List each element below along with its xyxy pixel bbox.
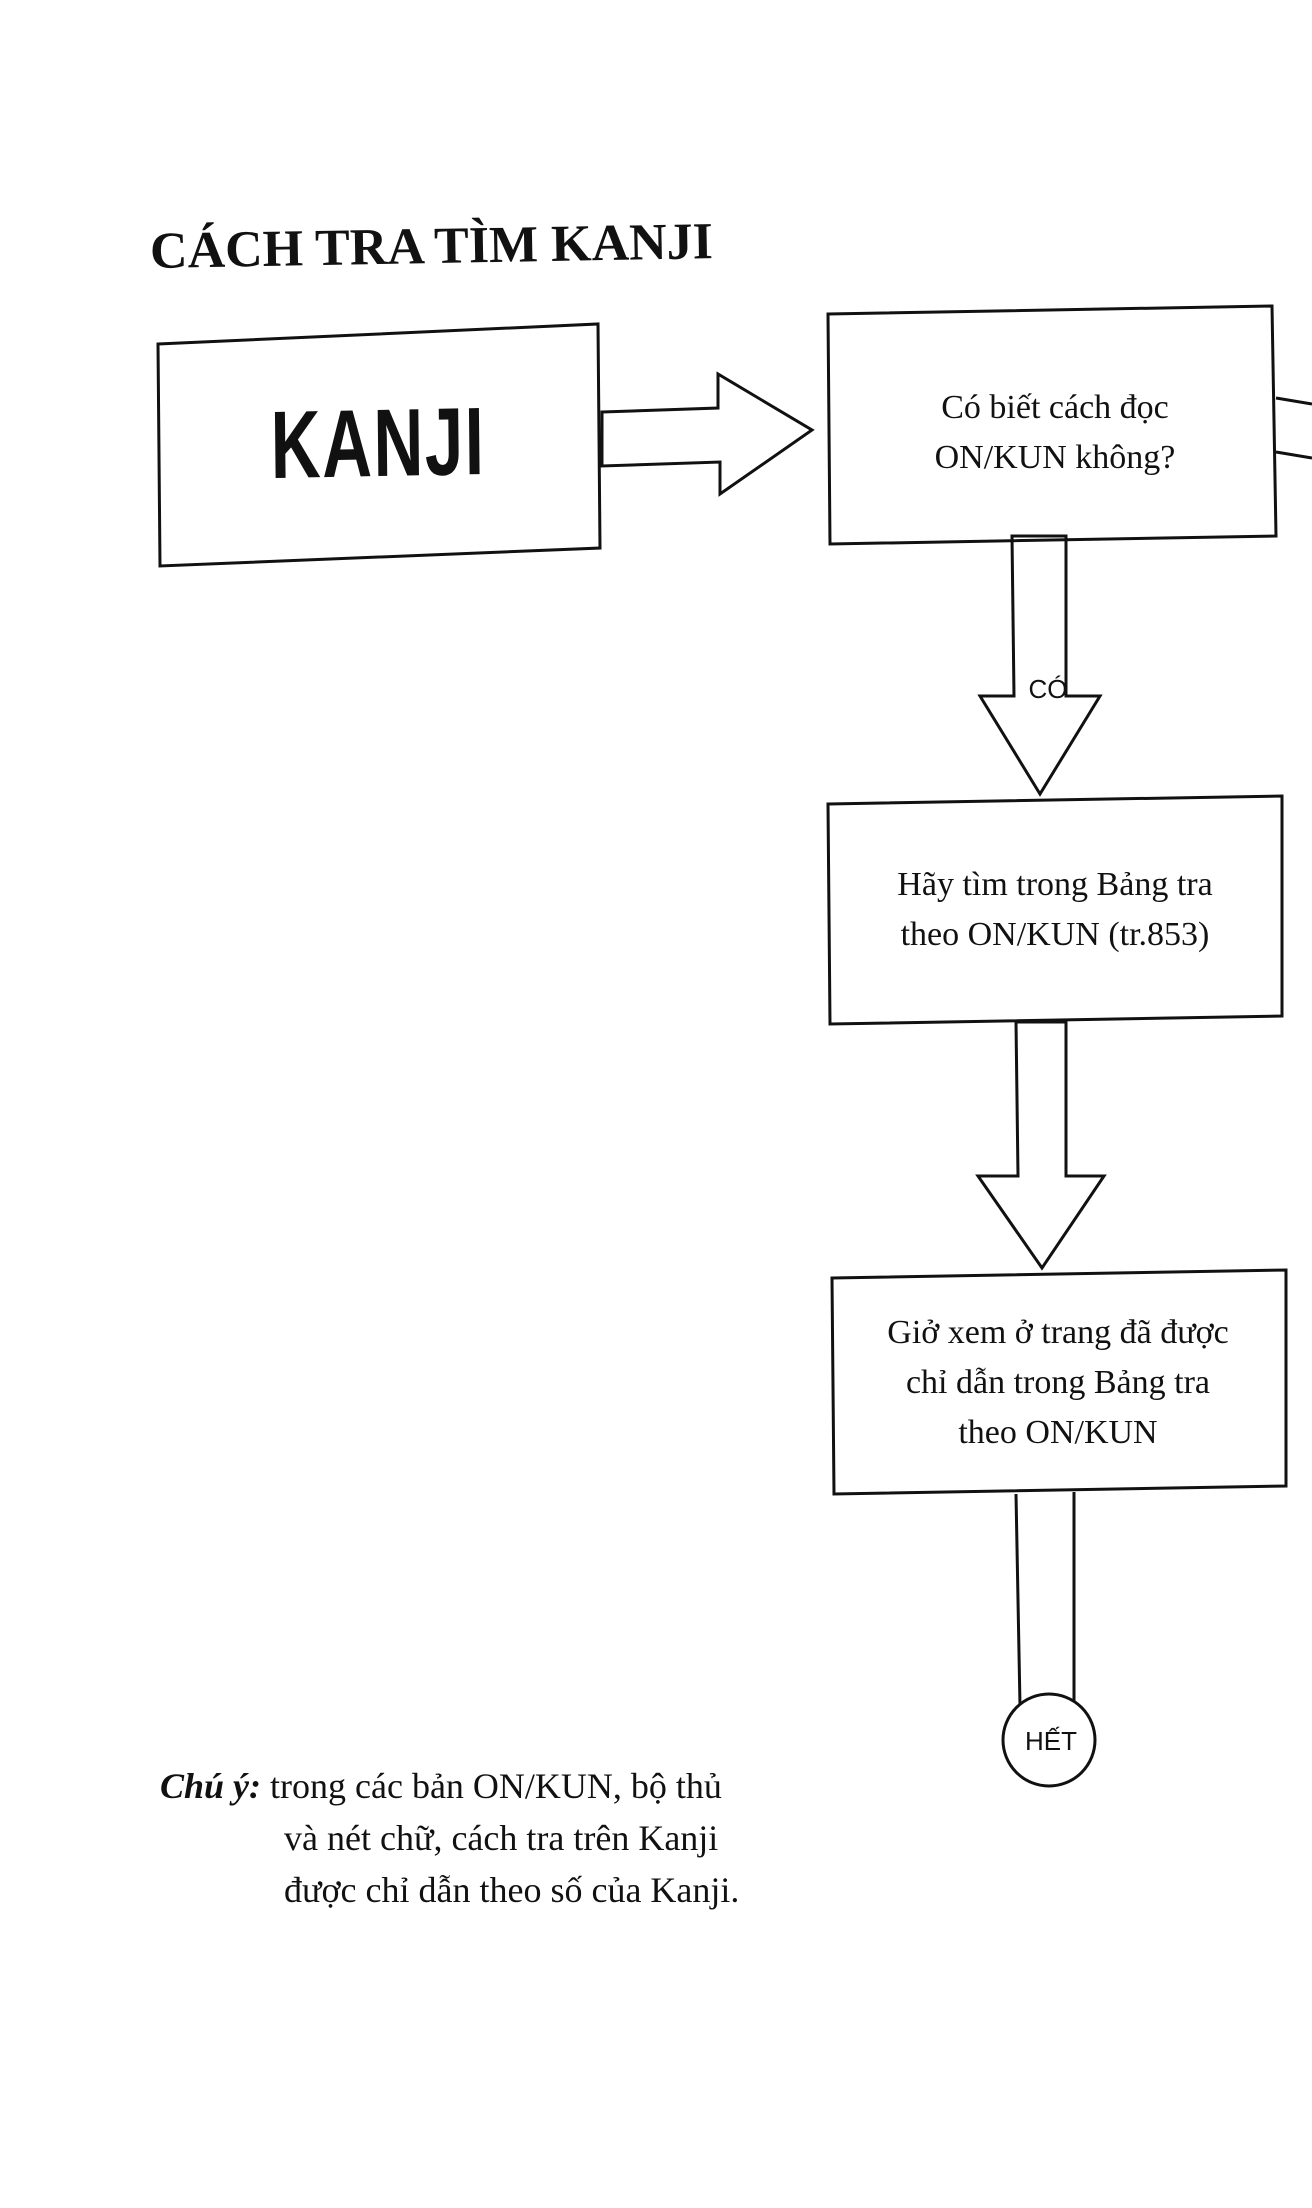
step2-line-3: theo ON/KUN (958, 1414, 1158, 1451)
page-title: CÁCH TRA TÌM KANJI (149, 213, 714, 280)
step1-text: Hãy tìm trong Bảng tra theo ON/KUN (tr.8… (830, 800, 1280, 1020)
question-text: Có biết cách đọc ON/KUN không? (830, 318, 1280, 548)
step2-box (830, 1268, 1288, 1496)
step1-box (826, 794, 1284, 1026)
end-terminal (1001, 1692, 1097, 1788)
kanji-start-box (156, 322, 602, 568)
step2-line-1: Giở xem ở trang đã được (887, 1314, 1229, 1351)
end-connector (1014, 1493, 1022, 1707)
question-line-2: ON/KUN không? (934, 439, 1176, 476)
yes-label: CÓ (1028, 674, 1068, 704)
question-box (826, 304, 1278, 546)
down-arrow-yes (977, 534, 1103, 797)
note-block: Chú ý: trong các bản ON/KUN, bộ thủ và n… (160, 1760, 860, 1916)
note-line-1: trong các bản ON/KUN, bộ thủ (270, 1766, 722, 1806)
step2-line-2: chỉ dẫn trong Bảng tra (905, 1364, 1210, 1401)
step1-line-2: theo ON/KUN (tr.853) (900, 916, 1210, 953)
no-branch-arrow (1275, 396, 1312, 406)
note-line-2: và nét chữ, cách tra trên Kanji (284, 1818, 719, 1858)
down-arrow-step (975, 1020, 1107, 1271)
right-arrow (600, 371, 815, 497)
step1-line-1: Hãy tìm trong Bảng tra (897, 866, 1213, 903)
question-line-1: Có biết cách đọc (941, 389, 1169, 426)
kanji-label: KANJI (270, 387, 486, 500)
step2-text: Giở xem ở trang đã được chỉ dẫn trong Bả… (833, 1278, 1283, 1488)
end-label: HẾT (1025, 1725, 1077, 1756)
note-line-3: được chỉ dẫn theo số của Kanji. (284, 1870, 740, 1910)
note-label: Chú ý: (160, 1766, 262, 1806)
